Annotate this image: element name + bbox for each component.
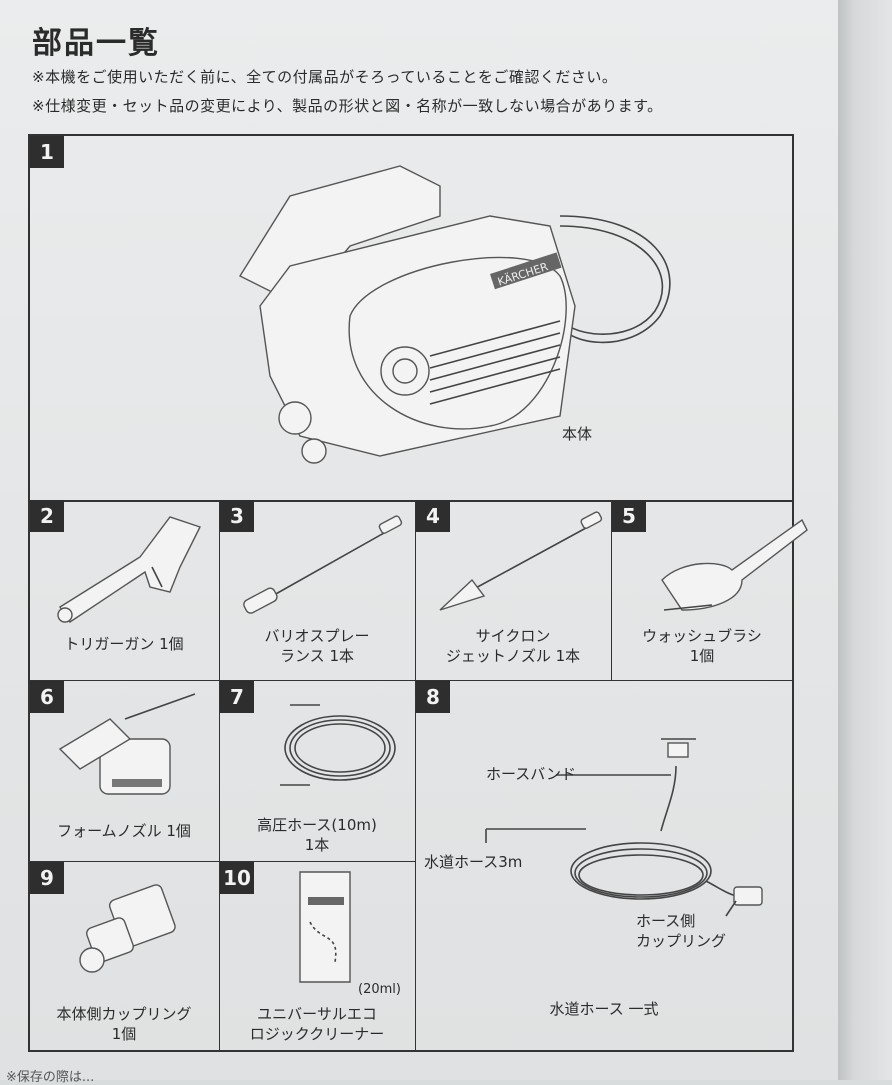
footer-note: ※保存の際は... [6, 1070, 95, 1085]
part-label: 高圧ホース(10m) 1本 [257, 816, 377, 854]
part-number: 8 [416, 681, 450, 713]
foam-nozzle-icon [58, 693, 196, 795]
cyclone-jet-nozzle-icon [439, 511, 603, 611]
high-pressure-hose-icon [280, 704, 396, 786]
callout-hose-coupling: ホース側 カップリング [636, 912, 727, 950]
page-title: 部品一覧 [32, 26, 160, 61]
water-hose-set-icon [485, 738, 763, 917]
pressure-washer-icon: KÄRCHER [238, 165, 671, 464]
part-4: 4 サイクロン ジェットノズル 1本 [416, 500, 612, 681]
part-label: ユニバーサルエコ ロジッククリーナー [249, 1005, 385, 1043]
part-8: 8 ホースバンド 水道ホース3m ホース側 カップリング 水道ホース 一式 [416, 681, 792, 1052]
part-3: 3 バリオスプレー ランス 1本 [220, 500, 416, 681]
page-edge [838, 0, 892, 1080]
part-9: 9 本体側カップリング 1個 [30, 862, 220, 1052]
cleaner-pouch-icon [299, 871, 351, 983]
manual-page: 部品一覧 ※本機をご使用いただく前に、全ての付属品がそろっていることをご確認くだ… [0, 0, 840, 1085]
part-label: トリガーガン 1個 [64, 635, 184, 653]
part-number: 10 [220, 862, 254, 894]
part-label: 本体 [561, 425, 592, 443]
parts-grid: 1 KÄRCHER [28, 134, 808, 1052]
part-number: 7 [220, 681, 254, 713]
part-number: 6 [30, 681, 64, 713]
vario-spray-lance-icon [243, 515, 403, 614]
part-7: 7 高圧ホース(10m) 1本 [220, 681, 416, 862]
part-label: サイクロン ジェットノズル 1本 [445, 627, 581, 665]
callout-water-hose: 水道ホース3m [424, 853, 523, 871]
part-number: 3 [220, 500, 254, 532]
vent-slots-icon [429, 320, 561, 405]
part-number: 4 [416, 500, 450, 532]
note-2: ※仕様変更・セット品の変更により、製品の形状と図・名称が一致しない場合があります… [32, 97, 663, 115]
note-1: ※本機をご使用いただく前に、全ての付属品がそろっていることをご確認ください。 [32, 68, 618, 86]
wash-brush-icon [661, 518, 808, 611]
part-5: 5 ウォッシュブラシ 1個 [612, 500, 808, 681]
cleaner-volume: (20ml) [358, 982, 401, 997]
part-10: 10 (20ml) ユニバーサルエコ ロジッククリーナー [220, 862, 416, 1052]
callout-hose-band: ホースバンド [486, 765, 577, 783]
part-label: バリオスプレー ランス 1本 [264, 627, 370, 665]
part-6: 6 フォームノズル 1個 [30, 681, 220, 862]
part-number: 5 [612, 500, 646, 532]
part-label: 本体側カップリング 1個 [56, 1005, 192, 1043]
part-number: 9 [30, 862, 64, 894]
part-number: 2 [30, 500, 64, 532]
unit-coupling-icon [79, 884, 176, 973]
part-label: 水道ホース 一式 [549, 1000, 659, 1018]
part-1: 1 KÄRCHER [30, 136, 792, 500]
trigger-gun-icon [57, 516, 201, 623]
part-label: フォームノズル 1個 [57, 822, 191, 840]
part-label: ウォッシュブラシ 1個 [642, 627, 762, 665]
part-2: 2 トリガーガン 1個 [30, 500, 220, 681]
part-number: 1 [30, 136, 64, 168]
